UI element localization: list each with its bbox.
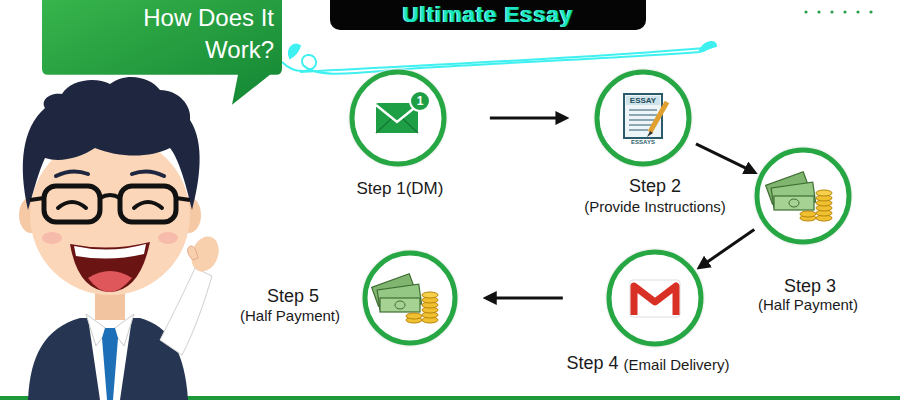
cartoon-boy: [102, 328, 118, 400]
circle-ground: [593, 68, 693, 168]
money-icon: [766, 172, 832, 221]
cartoon-boy: [70, 242, 150, 292]
step-note: (Half Payment): [758, 296, 858, 314]
essay-icon: [626, 96, 660, 105]
step-circle: Step 2(Provide Instructions): [593, 68, 693, 168]
cartoon-boy: [100, 195, 120, 198]
decor-dots: [830, 10, 833, 13]
circle-outline: [348, 68, 448, 168]
circle-outline: [753, 146, 853, 246]
cartoon-boy: [187, 233, 224, 276]
badge-number: 1: [417, 95, 424, 107]
step-circle: Step 5(Half Payment): [361, 249, 459, 347]
decor-dots: [856, 10, 859, 13]
flow-arrow: [490, 117, 563, 120]
decor-dots: [804, 10, 807, 13]
cartoon-boy: [19, 77, 223, 400]
title-banner: Ultimate Essay: [330, 0, 646, 30]
title-text: Ultimate Essay: [330, 0, 646, 30]
circle-outline: [593, 68, 693, 168]
step-title: Step 4: [567, 353, 619, 375]
decor-dots: [817, 10, 820, 13]
essay-icon: [650, 102, 667, 132]
circle-outline: [365, 253, 455, 343]
cartoon-boy: [158, 232, 178, 244]
cartoon-boy: [56, 171, 164, 176]
step-title: Step 1(DM): [357, 179, 444, 199]
step-title: Step 3: [784, 276, 836, 298]
cartoon-boy: [28, 318, 188, 400]
cartoon-boy: [88, 271, 132, 292]
gmail-icon: [630, 280, 680, 317]
cartoon-boy: [74, 244, 146, 259]
circle-outline: [757, 150, 849, 242]
circle-outline: [361, 249, 459, 347]
step-title: Step 5: [267, 286, 319, 308]
cartoon-boy: [30, 198, 190, 200]
envelope-icon: [410, 91, 430, 111]
flow-arrow: [490, 297, 563, 300]
decor-dots: [804, 10, 872, 13]
decor-dots: [843, 10, 846, 13]
envelope-icon: [376, 119, 418, 133]
money-icon: [372, 274, 438, 323]
cartoon-boy: [58, 202, 162, 208]
circle-outline: [352, 72, 444, 164]
cartoon-boy: [188, 246, 198, 260]
cartoon-boy: [160, 268, 212, 355]
cartoon-boy: [42, 232, 62, 244]
speech-bubble: How Does It Work?: [42, 0, 282, 107]
circle-outline: [597, 72, 689, 164]
envelope-icon: [376, 91, 430, 133]
icon-caption: ESSAYS: [631, 139, 655, 145]
essay-icon: [624, 94, 667, 138]
circle-outline: [609, 252, 701, 344]
essay-icon: [647, 131, 653, 137]
gmail-icon: [630, 280, 680, 317]
circle-outline: [605, 248, 705, 348]
step-title: Step 2: [629, 176, 681, 198]
icon-caption: ESSAY: [630, 97, 656, 105]
step-circle: Step 4(Email Delivery): [605, 248, 705, 348]
cyan-swirl: [700, 42, 716, 50]
circle-ground: [348, 68, 448, 168]
step-note: (Email Delivery): [624, 356, 730, 374]
gmail-icon: [634, 286, 676, 315]
step-circle: Step 1(DM): [348, 68, 448, 168]
flow-arrow: [696, 144, 752, 171]
circle-ground: [753, 146, 853, 246]
step-note: (Half Payment): [240, 307, 340, 325]
circle-ground: [605, 248, 705, 348]
flow-arrow: [702, 230, 754, 266]
bubble-heading: How Does It Work?: [86, 2, 274, 67]
decor-dots: [869, 10, 872, 13]
step-circle: Step 3(Half Payment): [753, 146, 853, 246]
cyan-swirl: [289, 45, 300, 58]
bubble-outline: [42, 0, 282, 105]
step-note: (Provide Instructions): [584, 198, 726, 216]
circle-ground: [361, 249, 459, 347]
